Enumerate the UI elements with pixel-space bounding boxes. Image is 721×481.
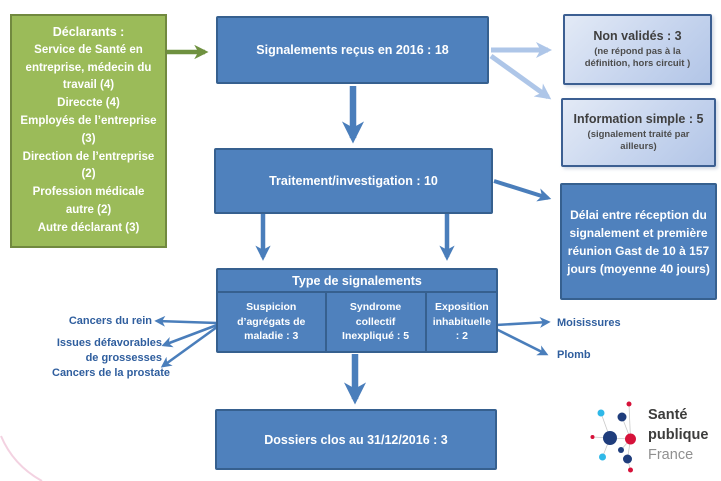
information-simple-box: Information simple : 5 (signalement trai…: [561, 98, 716, 167]
delai-text: Délai entre réception du signalement et …: [567, 207, 710, 276]
declarant-item: Service de Santé en entreprise, médecin …: [25, 43, 152, 92]
information-simple-subtitle: (signalement traité par ailleurs): [587, 128, 690, 153]
traitement-investigation-box: Traitement/investigation : 10: [214, 148, 493, 214]
arrow-to-cancers-prostate: [160, 325, 218, 368]
label-moisissures: Moisissures: [557, 317, 621, 329]
declarant-item: Autre déclarant (3): [37, 221, 140, 234]
corner-swoosh-decoration: [0, 435, 43, 481]
label-issues-defavorables: Issues défavorables de grossesses: [56, 337, 162, 364]
declarant-item: Direction de l’entreprise (2): [22, 150, 155, 181]
type-signalements-header: Type de signalements: [218, 270, 496, 293]
type-signalements-box: Type de signalements Suspicion d’agrégat…: [216, 268, 498, 353]
non-valides-title: Non validés : 3: [593, 28, 682, 43]
type-cell-agregats: Suspicion d’agrégats de maladie : 3: [237, 300, 306, 343]
declarants-box: Déclarants : Service de Santé en entrepr…: [10, 14, 167, 248]
signalements-recus-box: Signalements reçus en 2016 : 18: [216, 16, 489, 84]
type-cell-syndrome: Syndrome collectif Inexpliqué : 5: [324, 293, 425, 351]
logo-line-sante: Santé: [648, 407, 688, 423]
label-plomb: Plomb: [557, 349, 591, 361]
arrow-received-to-information-simple: [489, 53, 552, 100]
label-cancers-du-rein: Cancers du rein: [68, 315, 152, 327]
non-valides-box: Non validés : 3 (ne répond pas à la défi…: [563, 14, 712, 85]
dossiers-clos-box: Dossiers clos au 31/12/2016 : 3: [215, 409, 497, 470]
arrow-to-plomb: [495, 327, 549, 356]
declarants-title: Déclarants :: [52, 25, 125, 39]
type-cell-exposition: Exposition inhabituelle : 2: [424, 293, 497, 351]
arrow-to-cancers-du-rein: [154, 315, 218, 327]
logo-line-france: France: [648, 447, 694, 463]
arrow-to-moisissures: [495, 317, 551, 328]
non-valides-subtitle: (ne répond pas à la définition, hors cir…: [584, 45, 691, 70]
arrow-to-issues-defavorables: [161, 323, 218, 348]
sante-publique-france-logo-icon: [590, 401, 636, 473]
declarant-item: Employés de l’entreprise (3): [20, 115, 157, 145]
delai-box: Délai entre réception du signalement et …: [560, 183, 717, 300]
declarant-item: Profession médicale autre (2): [32, 186, 145, 217]
arrow-treatment-to-delai: [493, 179, 552, 202]
type-signalements-row: Suspicion d’agrégats de maladie : 3 Synd…: [218, 293, 496, 351]
traitement-investigation-label: Traitement/investigation : 10: [269, 174, 438, 188]
logo-line-publique: publique: [648, 427, 709, 443]
information-simple-title: Information simple : 5: [573, 111, 704, 126]
declarant-item: Direccte (4): [57, 97, 120, 110]
signalements-recus-label: Signalements reçus en 2016 : 18: [256, 43, 449, 57]
sante-publique-france-wordmark: Santé publique France: [648, 405, 708, 465]
label-cancers-prostate: Cancers de la prostate: [52, 367, 170, 379]
dossiers-clos-label: Dossiers clos au 31/12/2016 : 3: [264, 432, 448, 447]
